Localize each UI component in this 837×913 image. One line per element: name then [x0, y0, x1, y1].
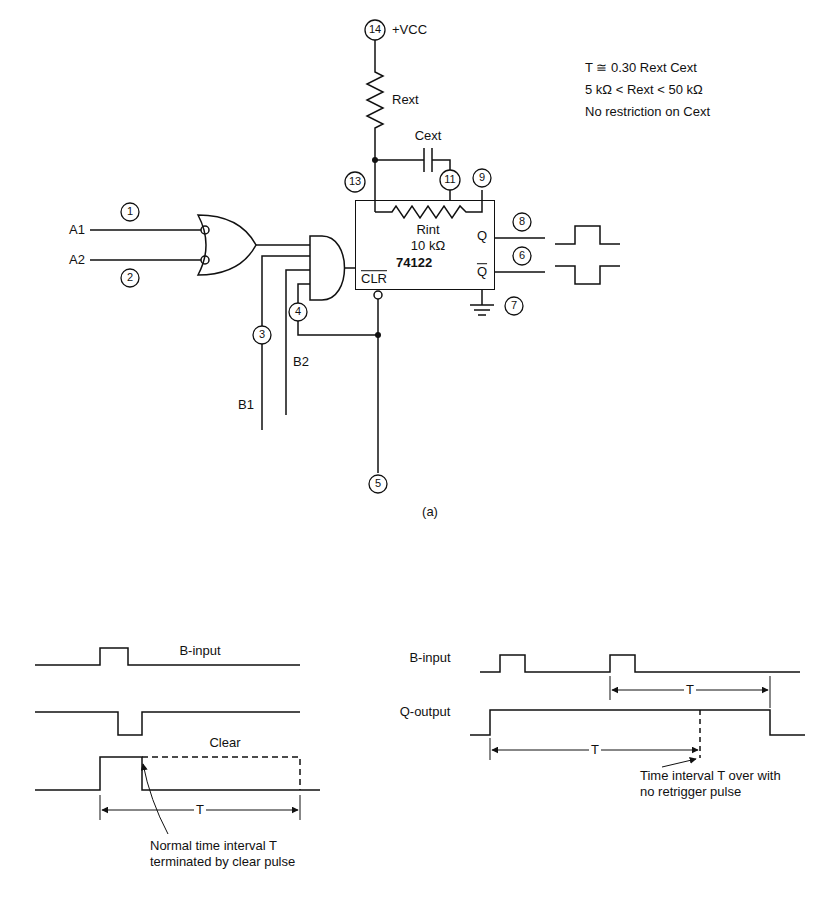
callout-circle	[505, 297, 523, 315]
signal-label: Q	[477, 264, 487, 280]
callout-circle	[440, 170, 460, 190]
callout-number: 2	[127, 271, 133, 284]
signal-label: T	[684, 682, 696, 698]
signal-label: No restriction on Cext	[585, 104, 710, 120]
signal-label: T	[194, 802, 206, 818]
inverter-bubble	[374, 291, 382, 299]
signal-label: CLR	[361, 271, 387, 287]
callout-number: 13	[349, 175, 361, 188]
callout-number: 6	[519, 249, 525, 262]
leader-arrow	[662, 759, 696, 767]
signal-label: B1	[238, 397, 254, 413]
signal-label: (a)	[422, 504, 438, 520]
dimension-tick	[100, 795, 300, 820]
signal-label: T ≅ 0.30 Rext Cext	[585, 60, 697, 76]
signal-label: B-input	[179, 643, 220, 659]
signal-label: T	[589, 742, 601, 758]
note-text: Time interval T over with no retrigger p…	[640, 768, 790, 799]
callout-number: 11	[444, 173, 455, 186]
waveform	[35, 712, 300, 735]
callout-circle	[253, 326, 271, 344]
dashed-waveform	[699, 710, 701, 758]
callout-circle	[121, 269, 139, 287]
waveform	[35, 757, 320, 790]
or-gate	[198, 215, 256, 275]
callout-circle	[121, 203, 139, 221]
inverter-bubble	[201, 256, 209, 264]
signal-label: 10 kΩ	[411, 238, 445, 254]
input-wire	[90, 230, 201, 260]
callout-circle	[513, 247, 531, 265]
junction-dot	[375, 332, 381, 338]
callout-number: 4	[295, 305, 301, 318]
signal-label: B2	[293, 354, 309, 370]
signal-label: Clear	[209, 735, 240, 751]
callout-circle	[513, 213, 531, 231]
clear-wire	[298, 284, 378, 335]
signal-label: Rint	[416, 222, 439, 238]
callout-number: 1	[127, 205, 133, 218]
callout-circle	[365, 20, 385, 40]
signal-label: Rext	[392, 92, 419, 108]
and-gate	[310, 236, 345, 300]
supply-wire	[374, 40, 376, 65]
b1-wire	[262, 256, 310, 430]
callout-circle	[345, 172, 365, 192]
signal-label: Q-output	[400, 704, 451, 720]
gate-wire	[344, 267, 355, 269]
waveform	[480, 655, 800, 672]
dashed-waveform	[142, 757, 300, 790]
ground-symbol	[470, 290, 494, 315]
resistor-symbol	[367, 65, 383, 212]
leader-arrow	[143, 764, 168, 834]
waveform	[35, 648, 300, 665]
dimension-tick	[610, 676, 770, 708]
output-pulse	[555, 266, 620, 284]
callout-number: 9	[479, 171, 485, 184]
signal-label: +VCC	[392, 22, 427, 38]
output-pulse	[555, 226, 620, 244]
note-text: Normal time interval T terminated by cle…	[150, 838, 340, 869]
callout-number: 8	[519, 215, 525, 228]
callout-circle	[369, 475, 387, 493]
chip-name: 74122	[396, 255, 432, 270]
gate-wire	[256, 244, 310, 246]
signal-label: A1	[69, 222, 85, 238]
callout-number: 5	[375, 477, 381, 490]
junction-dot	[372, 157, 378, 163]
signal-label: A2	[69, 252, 85, 268]
capacitor-symbol	[424, 148, 432, 172]
waveform	[470, 710, 805, 735]
inverter-bubble	[201, 226, 209, 234]
output-wire	[495, 238, 545, 272]
resistor-symbol	[375, 190, 482, 218]
dimension-tick	[490, 738, 491, 760]
clear-wire	[377, 299, 379, 473]
callout-number: 3	[259, 328, 265, 341]
signal-label: Cext	[415, 128, 442, 144]
callout-number: 7	[511, 299, 517, 312]
capacitor-wire	[375, 159, 424, 161]
callout-number: 14	[369, 23, 381, 36]
callout-circle	[473, 169, 491, 187]
callout-circle	[289, 303, 307, 321]
signal-label: Q	[477, 228, 487, 244]
signal-label: 5 kΩ < Rext < 50 kΩ	[585, 82, 703, 98]
signal-label: B-input	[409, 650, 450, 666]
